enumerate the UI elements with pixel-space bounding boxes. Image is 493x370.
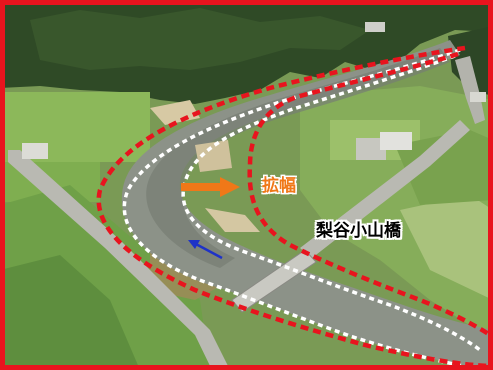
- blue-flow-arrow-icon: [188, 240, 223, 260]
- construction-sand-2: [195, 140, 232, 172]
- orange-arrow-icon: [181, 177, 240, 197]
- paddy-field-right-3: [400, 195, 493, 300]
- paddy-field-right-4: [395, 130, 493, 205]
- river-dotted-outline-white-outer: [122, 48, 476, 370]
- building-center-roof: [380, 132, 412, 150]
- building-left: [22, 143, 48, 159]
- paddy-field-bottom-left-2: [0, 255, 140, 370]
- road-top-right: [455, 56, 485, 124]
- river-channel: [121, 40, 493, 370]
- road-left: [8, 150, 230, 370]
- construction-sand-3: [205, 208, 260, 232]
- widening-dotted-outline-red-outer: [96, 45, 491, 369]
- bridge-name-label: 梨谷小山橋: [316, 221, 401, 241]
- building-center: [356, 138, 386, 160]
- road-right: [300, 120, 470, 258]
- forest-hill-highlight: [30, 8, 370, 70]
- widening-label: 拡幅: [262, 176, 296, 196]
- river-dotted-outline-white-inner: [181, 54, 482, 352]
- widening-dotted-outline-red-inner: [247, 51, 492, 337]
- building-top-center: [365, 22, 385, 32]
- building-top-right: [470, 92, 486, 102]
